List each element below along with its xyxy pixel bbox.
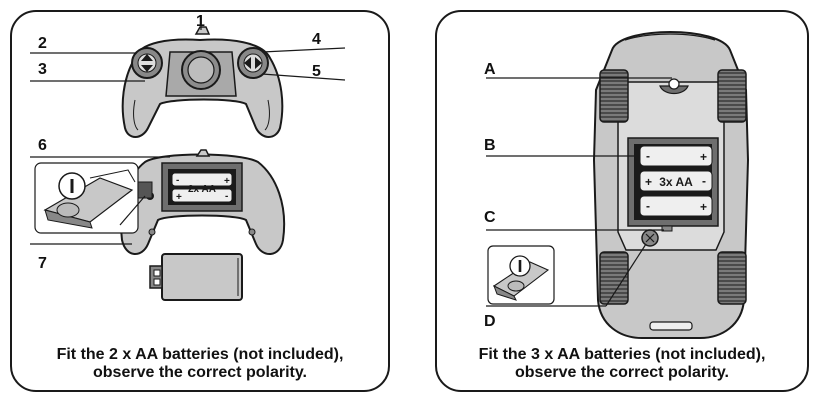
remote-battery-1-plus: + — [224, 176, 230, 187]
callout-a: A — [484, 61, 496, 78]
loose-9v-battery — [149, 253, 243, 301]
callout-d: D — [484, 313, 496, 330]
callout-6: 6 — [38, 137, 47, 154]
callout-leader-lines-top — [30, 25, 346, 82]
right-caption-line-1: Fit the 3 x AA batteries (not included), — [478, 346, 766, 363]
car-battery-2-minus: - — [702, 174, 706, 188]
remote-battery-label: 2x AA — [188, 184, 216, 195]
callout-3: 3 — [38, 61, 47, 78]
inset-screw-detail-left — [34, 162, 139, 234]
power-switch — [659, 85, 689, 95]
car-battery-1-plus: + — [700, 150, 707, 164]
callout-leader-lines-bottom — [30, 156, 170, 245]
wheel-rear-right — [717, 251, 747, 305]
car-battery-label: 3x AA — [659, 175, 693, 189]
car-battery-2-plus: + — [645, 175, 652, 189]
wheel-rear-left — [599, 251, 629, 305]
callout-7: 7 — [38, 255, 47, 272]
callout-5: 5 — [312, 63, 321, 80]
callout-4: 4 — [312, 31, 321, 48]
remote-battery-2-plus: + — [176, 192, 182, 203]
right-caption-line-2: observe the correct polarity. — [515, 364, 729, 381]
callout-c: C — [484, 209, 496, 226]
battery-cover-latch — [661, 225, 673, 232]
remote-battery-1-minus: - — [176, 175, 179, 186]
right-caption: Fit the 3 x AA batteries (not included),… — [437, 346, 807, 382]
remote-control-back-view — [120, 149, 286, 255]
car-battery-3-plus: + — [700, 200, 707, 214]
callout-1: 1 — [196, 13, 205, 30]
remote-control-top-view — [121, 26, 284, 138]
remote-battery-2-minus: - — [225, 191, 228, 202]
battery-cell-1 — [171, 172, 233, 187]
car-battery-cell-3 — [639, 195, 713, 217]
battery-cell-2 — [171, 188, 233, 203]
car-battery-3-minus: - — [646, 199, 650, 213]
callout-2: 2 — [38, 35, 47, 52]
car-battery-1-minus: - — [646, 149, 650, 163]
wheel-front-left — [599, 69, 629, 123]
left-caption: Fit the 2 x AA batteries (not included),… — [14, 346, 386, 382]
car-battery-cell-2 — [639, 170, 713, 192]
wheel-front-right — [717, 69, 747, 123]
car-underside — [592, 31, 750, 339]
left-caption-line-1: Fit the 2 x AA batteries (not included), — [56, 346, 344, 363]
callout-b: B — [484, 137, 496, 154]
inset-screw-detail-right — [487, 245, 555, 305]
callout-leader-lines-right — [486, 77, 672, 307]
left-caption-line-2: observe the correct polarity. — [93, 364, 307, 381]
